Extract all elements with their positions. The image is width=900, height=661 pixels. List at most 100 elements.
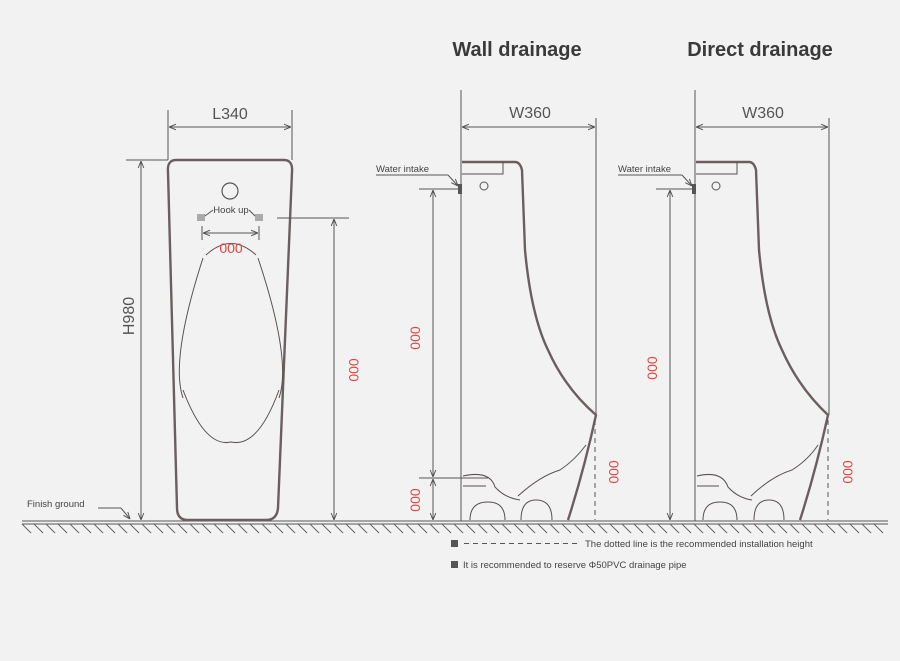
wall-sensor-icon [479, 181, 489, 191]
note-bullet-dotted [451, 540, 458, 547]
hatch-stroke [21, 523, 32, 534]
hatch-stroke [657, 523, 668, 534]
direct-install-value: 000 [840, 460, 856, 484]
hook-up-label: Hook up [213, 205, 248, 216]
note-bullet-pipe [451, 561, 458, 568]
hatch-stroke [789, 523, 800, 534]
hatch-stroke [741, 523, 752, 534]
hatch-stroke [381, 523, 392, 534]
wall-pipe-right [517, 444, 587, 497]
hatch-stroke [249, 523, 260, 534]
hatch-stroke [405, 523, 416, 534]
direct-pipe-left [696, 473, 753, 501]
hatch-stroke [333, 523, 344, 534]
hatch-stroke [501, 523, 512, 534]
direct-inlet-height-value: 000 [644, 356, 660, 380]
hatch-stroke [561, 523, 572, 534]
hatch-stroke [189, 523, 200, 534]
direct-pipe-right [750, 444, 819, 497]
hatch-stroke [453, 523, 464, 534]
wall-base-arch-right [520, 499, 553, 521]
note-dotted-line: The dotted line is the recommended insta… [585, 539, 813, 550]
hatch-stroke [585, 523, 596, 534]
wall-water-intake-label: Water intake [376, 164, 429, 175]
hatch-stroke [621, 523, 632, 534]
direct-tank-outline [696, 162, 738, 175]
hook-leader-right [248, 209, 256, 217]
hatch-stroke [81, 523, 92, 534]
hatch-stroke [117, 523, 128, 534]
wall-tank-outline [462, 162, 504, 175]
hatch-stroke [693, 523, 704, 534]
hatch-stroke [525, 523, 536, 534]
direct-sensor-icon [711, 181, 721, 191]
wall-base-arch-left [469, 501, 506, 521]
front-basin-sides [178, 257, 284, 399]
front-view: L340 H980 Hook up 000 000 Finish ground [27, 106, 362, 522]
hatch-stroke [261, 523, 272, 534]
direct-base-arch-right [753, 499, 785, 521]
hook-leader-left [204, 209, 214, 217]
hatch-stroke [129, 523, 140, 534]
hatch-stroke [33, 523, 44, 534]
hatch-stroke [153, 523, 164, 534]
direct-drainage-view: W360 Water intake 000 000 [618, 90, 856, 521]
note-reserve-pipe: It is recommended to reserve Φ50PVC drai… [463, 560, 687, 571]
hatch-stroke [681, 523, 692, 534]
hatch-stroke [393, 523, 404, 534]
direct-water-intake-label: Water intake [618, 164, 671, 175]
front-urinal-body [166, 158, 294, 522]
hatch-stroke [237, 523, 248, 534]
hook-left-icon [197, 214, 205, 221]
front-width-label: L340 [212, 106, 248, 123]
hatch-stroke [285, 523, 296, 534]
hatch-stroke [345, 523, 356, 534]
hatch-stroke [717, 523, 728, 534]
hatch-stroke [669, 523, 680, 534]
hatch-stroke [573, 523, 584, 534]
hatch-stroke [609, 523, 620, 534]
hatch-stroke [69, 523, 80, 534]
direct-drainage-title: Direct drainage [687, 39, 833, 61]
ground-hatching [21, 523, 884, 534]
hatch-stroke [141, 523, 152, 534]
hatch-stroke [273, 523, 284, 534]
hatch-stroke [57, 523, 68, 534]
direct-width-label: W360 [742, 105, 784, 122]
hatch-stroke [477, 523, 488, 534]
hatch-stroke [45, 523, 56, 534]
finish-ground-label: Finish ground [27, 499, 85, 510]
hook-span-value: 000 [219, 240, 243, 256]
finish-ground-arrow [120, 507, 130, 519]
hatch-stroke [633, 523, 644, 534]
wall-drainage-view: W360 Water intake 000 000 000 [376, 90, 622, 521]
direct-water-intake-arrow [681, 174, 692, 186]
hatch-stroke [369, 523, 380, 534]
hatch-stroke [465, 523, 476, 534]
hatch-stroke [165, 523, 176, 534]
hatch-stroke [873, 523, 884, 534]
wall-water-intake-arrow [447, 174, 458, 186]
hatch-stroke [825, 523, 836, 534]
hatch-stroke [213, 523, 224, 534]
direct-base-arch-left [702, 501, 738, 521]
wall-install-value: 000 [606, 460, 622, 484]
wall-width-label: W360 [509, 105, 551, 122]
hatch-stroke [813, 523, 824, 534]
hook-right-icon [255, 214, 263, 221]
hatch-stroke [765, 523, 776, 534]
front-height-label: H980 [121, 297, 138, 335]
hatch-stroke [801, 523, 812, 534]
hatch-stroke [549, 523, 560, 534]
hatch-stroke [309, 523, 320, 534]
legend-notes: The dotted line is the recommended insta… [451, 539, 813, 571]
wall-inlet-height-value: 000 [407, 326, 423, 350]
hatch-stroke [753, 523, 764, 534]
hatch-stroke [537, 523, 548, 534]
direct-urinal-body [696, 160, 830, 521]
wall-drain-height-value: 000 [407, 488, 423, 512]
hatch-stroke [777, 523, 788, 534]
hatch-stroke [705, 523, 716, 534]
